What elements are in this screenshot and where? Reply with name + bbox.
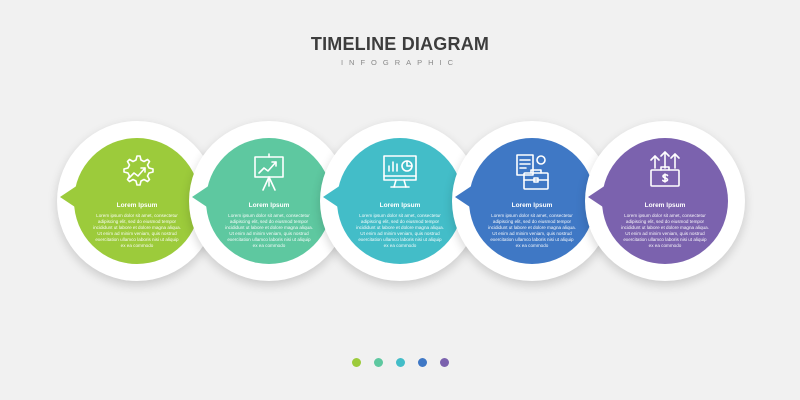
- color-dot-3: [396, 358, 405, 367]
- step-1-label: Lorem Ipsum: [116, 202, 158, 209]
- color-dot-2: [374, 358, 383, 367]
- step-5-pointer: [588, 185, 606, 209]
- step-3-disc: [337, 138, 463, 264]
- step-1-text: Lorem ipsum dolor sit amet, consectetur …: [93, 213, 181, 248]
- step-4-label: Lorem Ipsum: [511, 202, 553, 209]
- diagram-subtitle: INFOGRAPHIC: [340, 58, 460, 67]
- step-5-text: Lorem ipsum dolor sit amet, consectetur …: [621, 213, 709, 248]
- monitor-analytics-icon: [378, 150, 422, 194]
- gear-growth-icon: [115, 150, 159, 194]
- color-dot-4: [418, 358, 427, 367]
- step-2-label: Lorem Ipsum: [248, 202, 290, 209]
- color-dot-5: [440, 358, 449, 367]
- step-3-label: Lorem Ipsum: [379, 202, 421, 209]
- step-3-text: Lorem ipsum dolor sit amet, consectetur …: [356, 213, 444, 248]
- step-3-pointer: [323, 185, 341, 209]
- step-2-disc: [206, 138, 332, 264]
- presentation-board-icon: [247, 150, 291, 194]
- step-1-pointer: [60, 185, 78, 209]
- step-4-text: Lorem ipsum dolor sit amet, consectetur …: [488, 213, 576, 248]
- briefcase-growth-icon: [643, 146, 687, 190]
- step-4-disc: [469, 138, 595, 264]
- diagram-title: TIMELINE DIAGRAM: [310, 34, 490, 54]
- step-2-text: Lorem ipsum dolor sit amet, consectetur …: [225, 213, 313, 248]
- step-4-pointer: [455, 185, 473, 209]
- briefcase-documents-icon: [510, 150, 554, 194]
- color-dot-1: [352, 358, 361, 367]
- step-5-label: Lorem Ipsum: [644, 202, 686, 209]
- step-2-pointer: [192, 185, 210, 209]
